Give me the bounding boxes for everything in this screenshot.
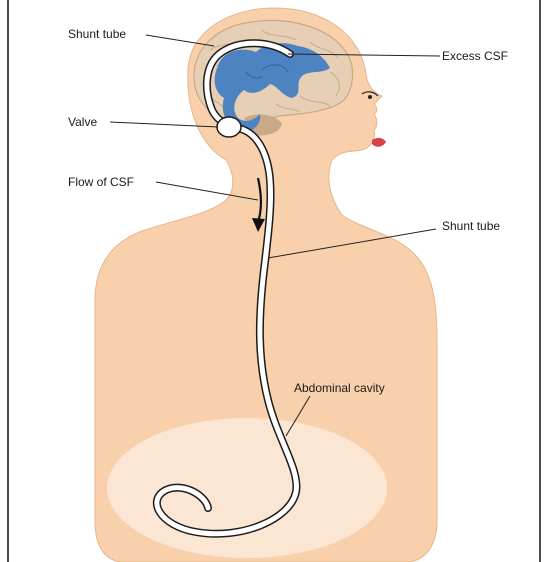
label-shunt-tube-right: Shunt tube — [442, 219, 500, 233]
label-abdominal-cavity: Abdominal cavity — [294, 381, 385, 395]
valve — [217, 117, 241, 137]
label-excess-csf: Excess CSF — [442, 49, 508, 63]
lips — [372, 138, 386, 147]
label-flow-of-csf: Flow of CSF — [68, 175, 134, 189]
eye — [368, 95, 372, 99]
label-shunt-tube-top: Shunt tube — [68, 27, 126, 41]
abdominal-cavity-region — [107, 418, 387, 558]
label-valve: Valve — [68, 115, 97, 129]
